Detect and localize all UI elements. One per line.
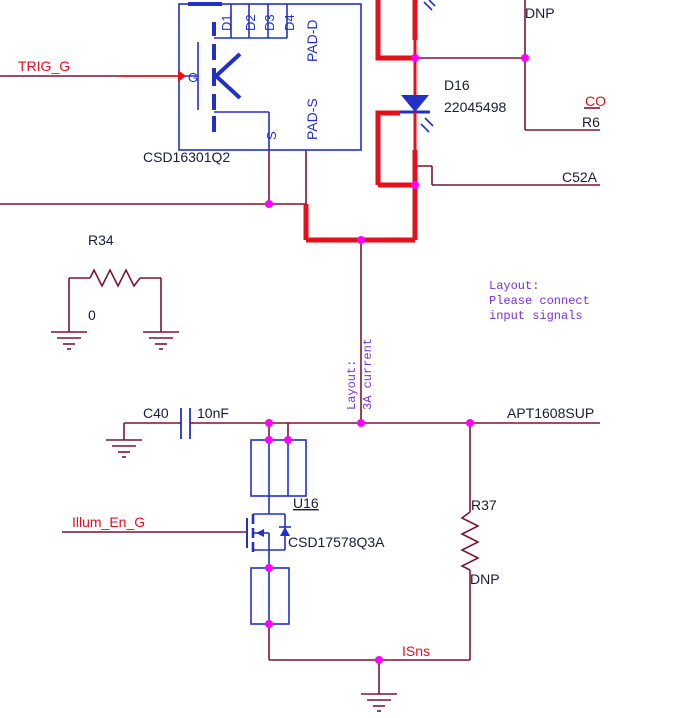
junction-dot	[466, 419, 474, 427]
ground-isns-icon	[361, 693, 397, 712]
ground-r34-left-icon	[51, 331, 87, 350]
mosfet-u16[interactable]: U16 CSD17578Q3A	[246, 439, 385, 625]
led-value: 22045498	[444, 99, 507, 115]
bus-top	[375, 0, 415, 61]
junction-dot	[357, 236, 365, 244]
net-trig-g: TRIG_G	[18, 58, 70, 74]
label-d4: D4	[282, 14, 297, 31]
u16-refdes: U16	[293, 495, 319, 511]
junction-dot	[521, 54, 529, 62]
r37-zigzag-icon	[460, 511, 480, 571]
ground-r34-right-icon	[143, 331, 179, 350]
emission-ray-1	[424, 117, 434, 127]
label-d1: D1	[219, 14, 234, 31]
mosfet-csd16301q2[interactable]: D1 D2 D3 D4 PAD-D G S PAD-S CSD16301Q2	[143, 2, 362, 165]
note-layout-line3: input signals	[489, 309, 583, 323]
ref-r6: R6	[582, 114, 600, 130]
bus-mid	[375, 110, 400, 185]
r34-refdes: R34	[88, 232, 114, 248]
label-d2: D2	[243, 14, 258, 31]
emission-ray-2	[420, 123, 430, 133]
capacitor-c40[interactable]: C40 10nF	[143, 405, 229, 439]
resistor-r34[interactable]: R34 0	[88, 232, 141, 323]
junction-dot	[265, 200, 273, 208]
net-illum-en-g: Illum_En_G	[72, 514, 145, 530]
u16-value: CSD17578Q3A	[288, 534, 385, 550]
u16-drain-box	[250, 439, 307, 497]
kink-upper	[214, 52, 242, 78]
junction-dot	[265, 436, 273, 444]
junction-dot	[265, 620, 273, 628]
resistor-r37[interactable]: R37 DNP	[460, 497, 500, 587]
label-d3: D3	[262, 14, 277, 31]
ground-c40-icon	[106, 439, 142, 458]
ref-c52: C52A	[562, 169, 598, 185]
net-co: CO	[585, 93, 606, 109]
junction-dot	[265, 419, 273, 427]
gate-arrow-icon	[178, 70, 186, 82]
top-ray-2	[428, 0, 436, 7]
junction-dot	[375, 656, 383, 664]
note-current-line1: Layout:	[345, 360, 359, 410]
junction-dot	[411, 181, 419, 189]
wires	[0, 0, 600, 694]
r37-value: DNP	[470, 571, 500, 587]
net-isns: ISns	[402, 643, 430, 659]
junctions	[265, 54, 529, 664]
mosfet-channel	[212, 22, 242, 132]
u16-body-arrow-icon	[256, 529, 264, 537]
top-ray-1	[423, 1, 433, 11]
led-top-emission-icon	[423, 0, 436, 11]
u16-source-box	[250, 567, 290, 625]
led-d16[interactable]: D16 22045498	[400, 0, 507, 150]
u16-body-diode-icon	[280, 527, 290, 536]
junction-dot	[411, 54, 419, 62]
c40-refdes: C40	[143, 405, 169, 421]
junction-dot	[284, 436, 292, 444]
mosfet-pins	[178, 4, 288, 150]
label-s: S	[264, 131, 279, 140]
junction-dot	[265, 564, 273, 572]
kink-lower	[214, 74, 242, 100]
led-emission-icon	[420, 117, 434, 133]
net-apt-sup: APT1608SUP	[507, 405, 594, 421]
label-pad-s: PAD-S	[304, 98, 320, 140]
note-current-line2: 3A current	[361, 338, 375, 410]
r34-value: 0	[88, 307, 96, 323]
junction-dot	[357, 419, 365, 427]
dnp-top-label: DNP	[525, 5, 555, 21]
c40-value: 10nF	[197, 405, 229, 421]
led-refdes: D16	[444, 77, 470, 93]
label-pad-d: PAD-D	[304, 19, 320, 62]
led-triangle-icon	[401, 95, 429, 112]
r37-refdes: R37	[471, 497, 497, 513]
label-g: G	[188, 70, 198, 85]
mosfet-refdes: CSD16301Q2	[143, 149, 230, 165]
r34-zigzag-icon	[89, 268, 141, 288]
note-layout-line1: Layout:	[489, 279, 539, 293]
note-layout-line2: Please connect	[489, 294, 590, 308]
